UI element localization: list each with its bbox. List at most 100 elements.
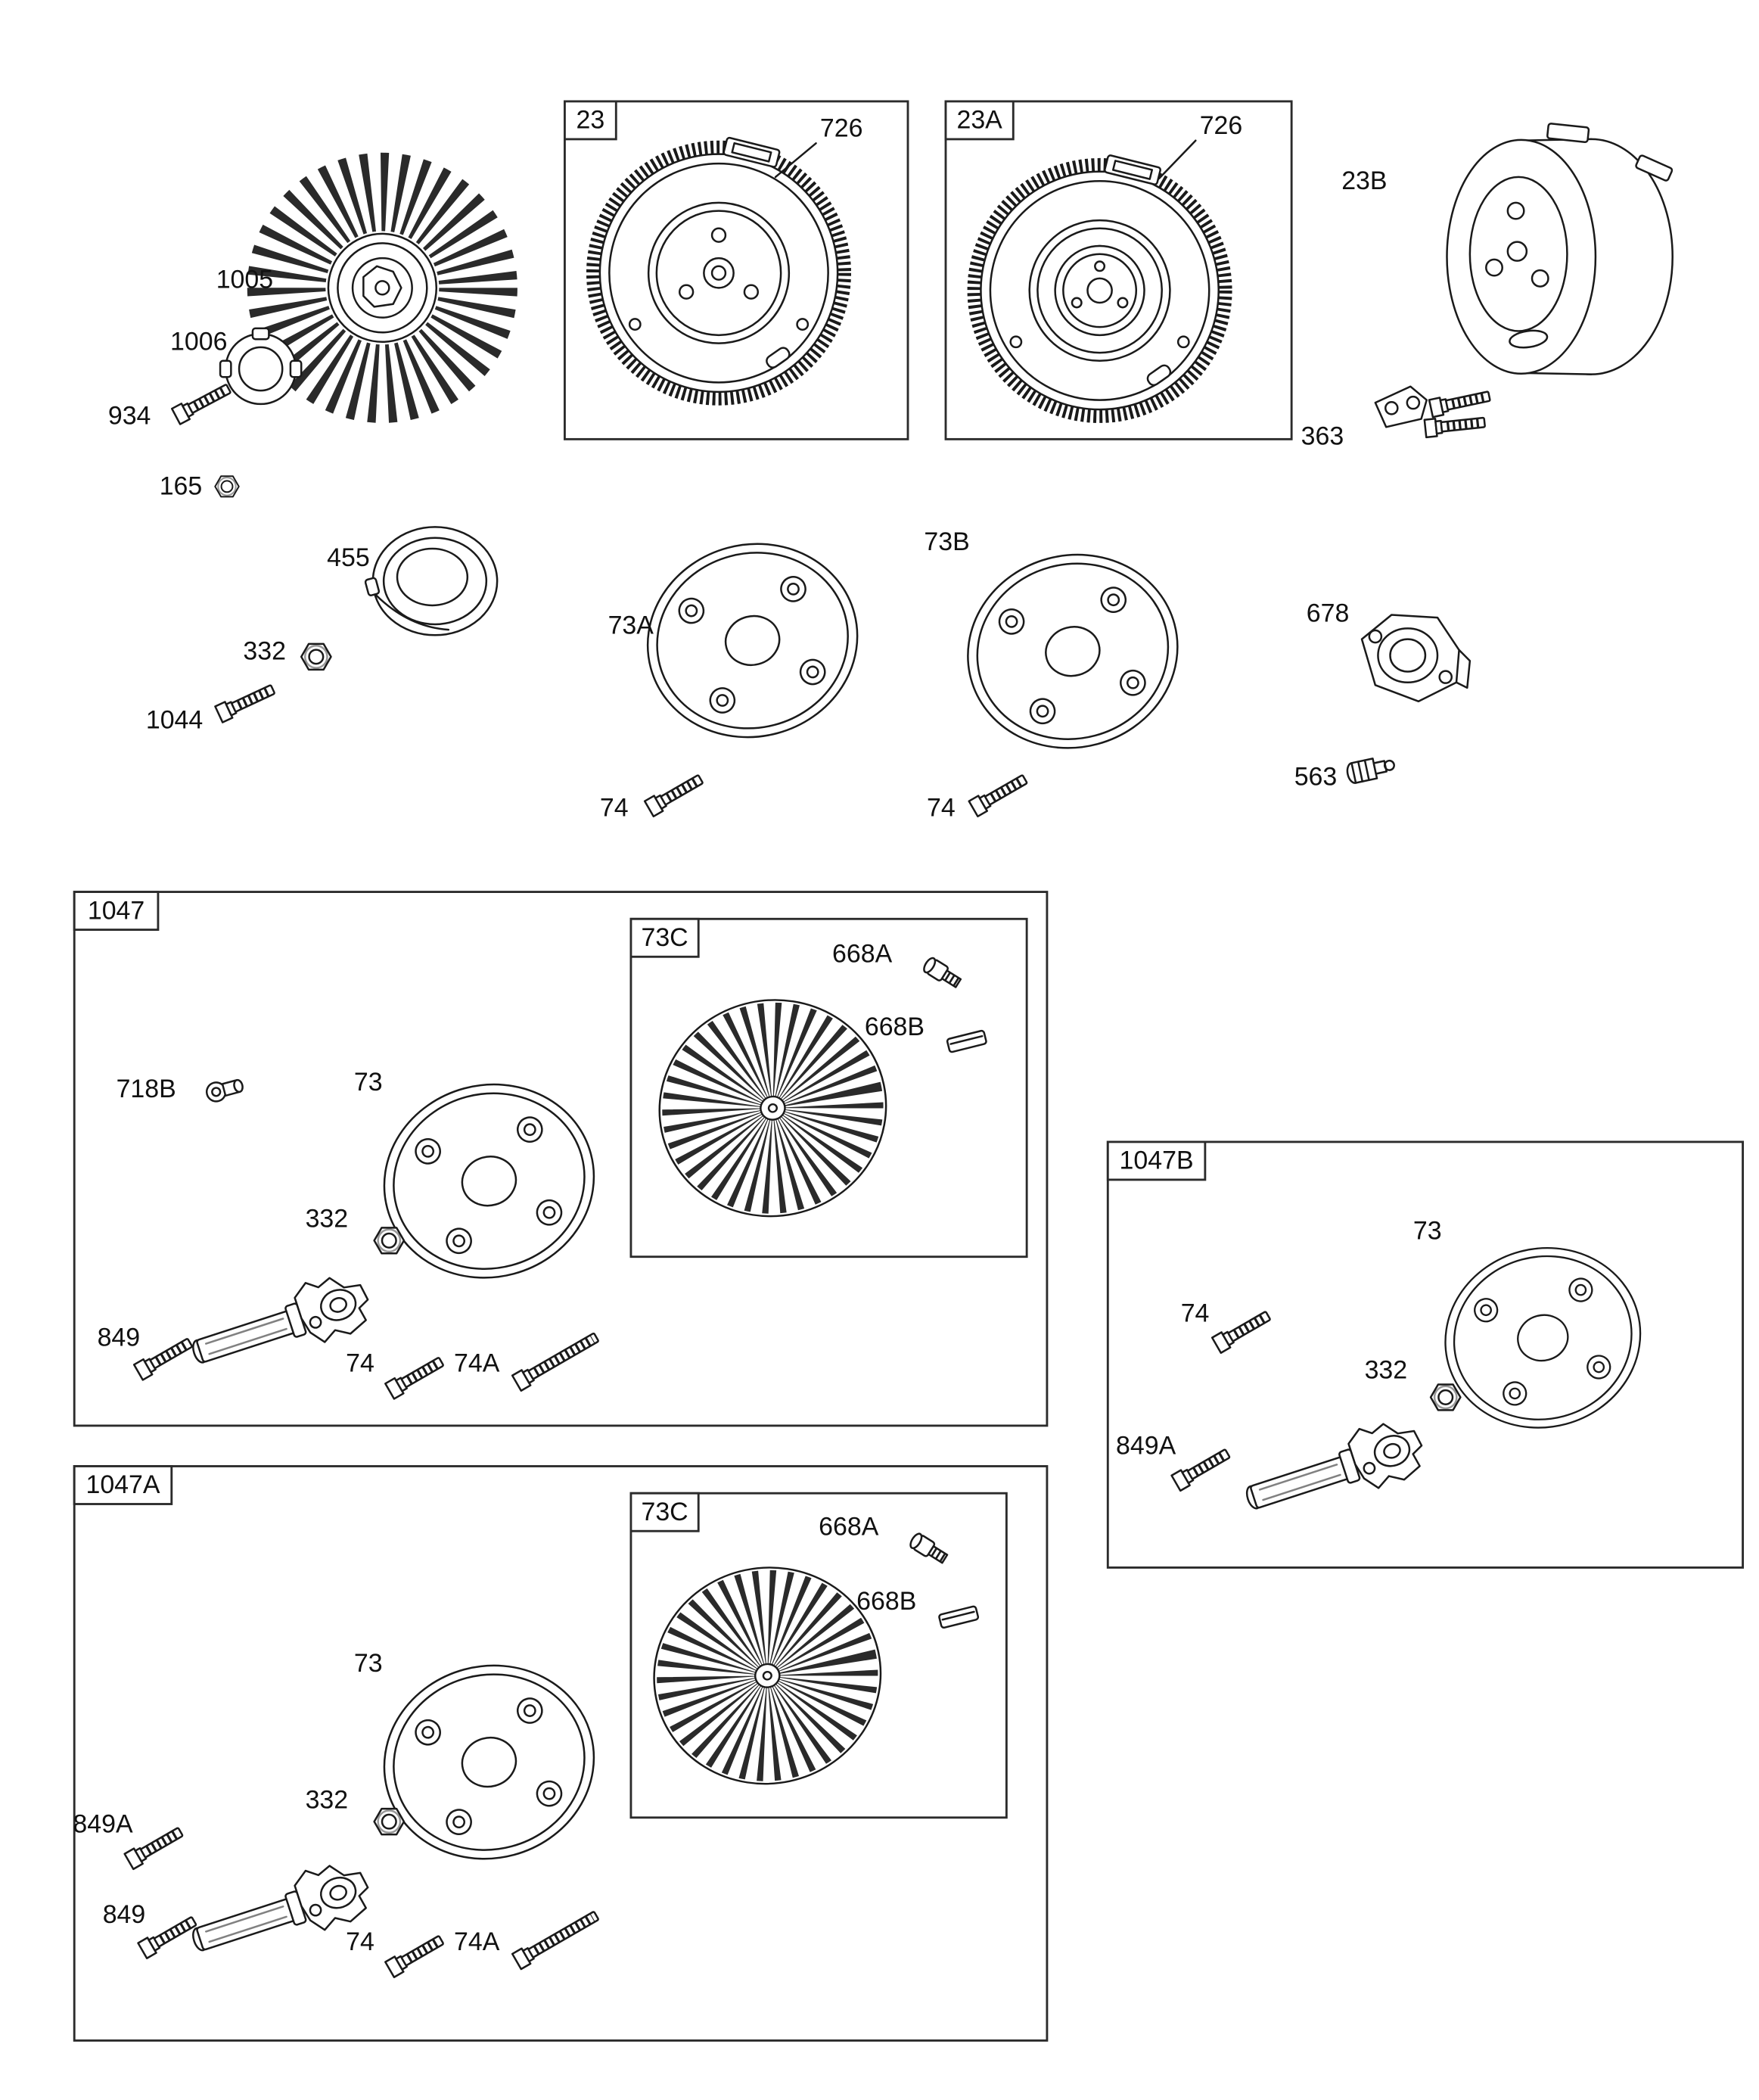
nut-332-top-part xyxy=(300,642,332,671)
nut-332-1047b-part xyxy=(1429,1383,1462,1411)
box-1047b-frame xyxy=(1106,1140,1744,1569)
screw-74-b-part xyxy=(969,771,1030,816)
mount-363-part xyxy=(1375,387,1491,437)
disc-73a-part xyxy=(625,519,881,762)
mount-678-part xyxy=(1360,614,1472,703)
part-label-668b-2: 668B xyxy=(856,1587,916,1616)
screw-1044-part xyxy=(215,681,276,722)
cup-455-part xyxy=(364,526,499,636)
screw-849a-1047a-part xyxy=(125,1824,185,1868)
box-73c-bottom-frame xyxy=(629,1492,1008,1819)
screw-849-1047a-part xyxy=(138,1913,199,1958)
part-label-668a-1: 668A xyxy=(832,939,893,968)
part-label-165: 165 xyxy=(160,472,203,501)
plug-668a-1-part xyxy=(921,957,962,991)
nut-332-1047-part xyxy=(373,1227,406,1255)
part-label-74-1047: 74 xyxy=(346,1349,374,1378)
flywheel-23a-part xyxy=(974,155,1226,416)
box-73c-top-label-frame xyxy=(629,917,700,958)
part-label-455: 455 xyxy=(327,543,370,572)
screw-74-1047-part xyxy=(385,1354,446,1398)
leader-726-a xyxy=(774,142,817,179)
group-box-1047: 1047 73C 668A 668B 718B 73 332 849 74 74… xyxy=(73,891,1049,1427)
screw-849a-1047b-part xyxy=(1172,1445,1232,1490)
part-label-668b-1: 668B xyxy=(865,1013,925,1041)
part-label-563: 563 xyxy=(1294,763,1338,792)
part-label-332-1047: 332 xyxy=(306,1204,349,1233)
group-box-1047a: 1047A 73C 668A 668B 73 332 849A 849 74 7… xyxy=(73,1465,1049,2042)
screw-74-1047a-part xyxy=(385,1932,446,1977)
screw-74-a-part xyxy=(645,771,705,816)
part-label-363: 363 xyxy=(1301,422,1344,451)
screw-849-1047-part xyxy=(134,1335,194,1380)
part-label-718b: 718B xyxy=(117,1075,176,1103)
nut-332-1047a-part xyxy=(373,1807,406,1836)
box-73c-bottom-label: 73C xyxy=(641,1498,688,1526)
box-1047b-label: 1047B xyxy=(1120,1146,1194,1175)
box-1047a-label-frame xyxy=(73,1465,173,1505)
key-668b-2-part xyxy=(937,1604,980,1629)
part-label-73a: 73A xyxy=(608,611,654,640)
box-23-frame xyxy=(564,100,909,440)
part-label-73-1047: 73 xyxy=(354,1068,383,1097)
box-1047-frame xyxy=(73,891,1049,1427)
flywheel-fan-part xyxy=(287,192,479,384)
disc-73-1047b-part xyxy=(1424,1225,1662,1451)
box-1047-label-frame xyxy=(73,891,160,931)
part-label-332-1047b: 332 xyxy=(1365,1355,1408,1384)
part-label-1005: 1005 xyxy=(216,265,273,294)
box-23a-label-frame xyxy=(944,100,1015,141)
nut-165-part xyxy=(214,475,240,498)
screw-74a-1047-part xyxy=(512,1330,601,1391)
part-label-934: 934 xyxy=(108,402,151,431)
screen-73c-bottom-part xyxy=(634,1547,901,1805)
box-23-label: 23 xyxy=(576,106,604,135)
part-label-74a-1047a: 74A xyxy=(454,1927,500,1956)
part-label-74-1047a: 74 xyxy=(346,1927,374,1956)
screw-74-1047b-part xyxy=(1212,1308,1273,1352)
group-box-23a: 23A 726 xyxy=(944,100,1293,440)
box-73c-top-frame xyxy=(629,917,1028,1258)
part-label-726-a: 726 xyxy=(820,114,863,142)
part-label-1006: 1006 xyxy=(170,328,227,356)
part-label-73b: 73B xyxy=(924,527,969,556)
disc-73b-part xyxy=(945,530,1201,773)
part-label-74-1047b: 74 xyxy=(1181,1299,1210,1327)
part-label-23b: 23B xyxy=(1341,166,1387,195)
part-label-849a-1047b: 849A xyxy=(1116,1431,1176,1460)
part-label-74-a: 74 xyxy=(600,794,629,823)
flywheel-23-part xyxy=(593,137,844,398)
part-label-849-1047a: 849 xyxy=(103,1900,146,1929)
group-box-23: 23 726 xyxy=(564,100,909,440)
box-23a-label: 23A xyxy=(956,106,1002,135)
clutch-1047b-part xyxy=(1237,1411,1431,1529)
box-23a-frame xyxy=(944,100,1293,440)
part-label-332-top: 332 xyxy=(243,636,286,665)
part-label-74a-1047: 74A xyxy=(454,1349,500,1378)
disc-73-1047a-part xyxy=(361,1641,617,1884)
box-23-label-frame xyxy=(564,100,617,141)
part-label-73-1047b: 73 xyxy=(1413,1217,1442,1246)
box-73c-bottom-label-frame xyxy=(629,1492,700,1532)
part-label-1044: 1044 xyxy=(146,706,203,735)
box-1047a-frame xyxy=(73,1465,1049,2042)
plug-718b-part xyxy=(204,1075,246,1105)
box-1047a-label: 1047A xyxy=(85,1470,160,1499)
part-label-849a-1047a: 849A xyxy=(73,1809,133,1838)
group-box-1047b: 1047B 73 74 332 849A xyxy=(1106,1140,1744,1569)
screw-74a-1047a-part xyxy=(512,1908,601,1969)
box-1047b-label-frame xyxy=(1106,1140,1207,1181)
box-1047-label: 1047 xyxy=(88,896,145,925)
flywheel-23b-part xyxy=(1446,122,1674,375)
part-label-73-1047a: 73 xyxy=(354,1649,383,1678)
part-label-678: 678 xyxy=(1307,599,1350,627)
leader-726-b xyxy=(1158,139,1197,179)
part-label-726-b: 726 xyxy=(1200,111,1243,140)
part-label-332-1047a: 332 xyxy=(306,1785,349,1814)
part-label-668a-2: 668A xyxy=(819,1513,879,1542)
part-label-849-1047: 849 xyxy=(98,1324,141,1352)
plug-668a-2-part xyxy=(909,1532,949,1566)
part-label-74-b: 74 xyxy=(927,794,956,823)
